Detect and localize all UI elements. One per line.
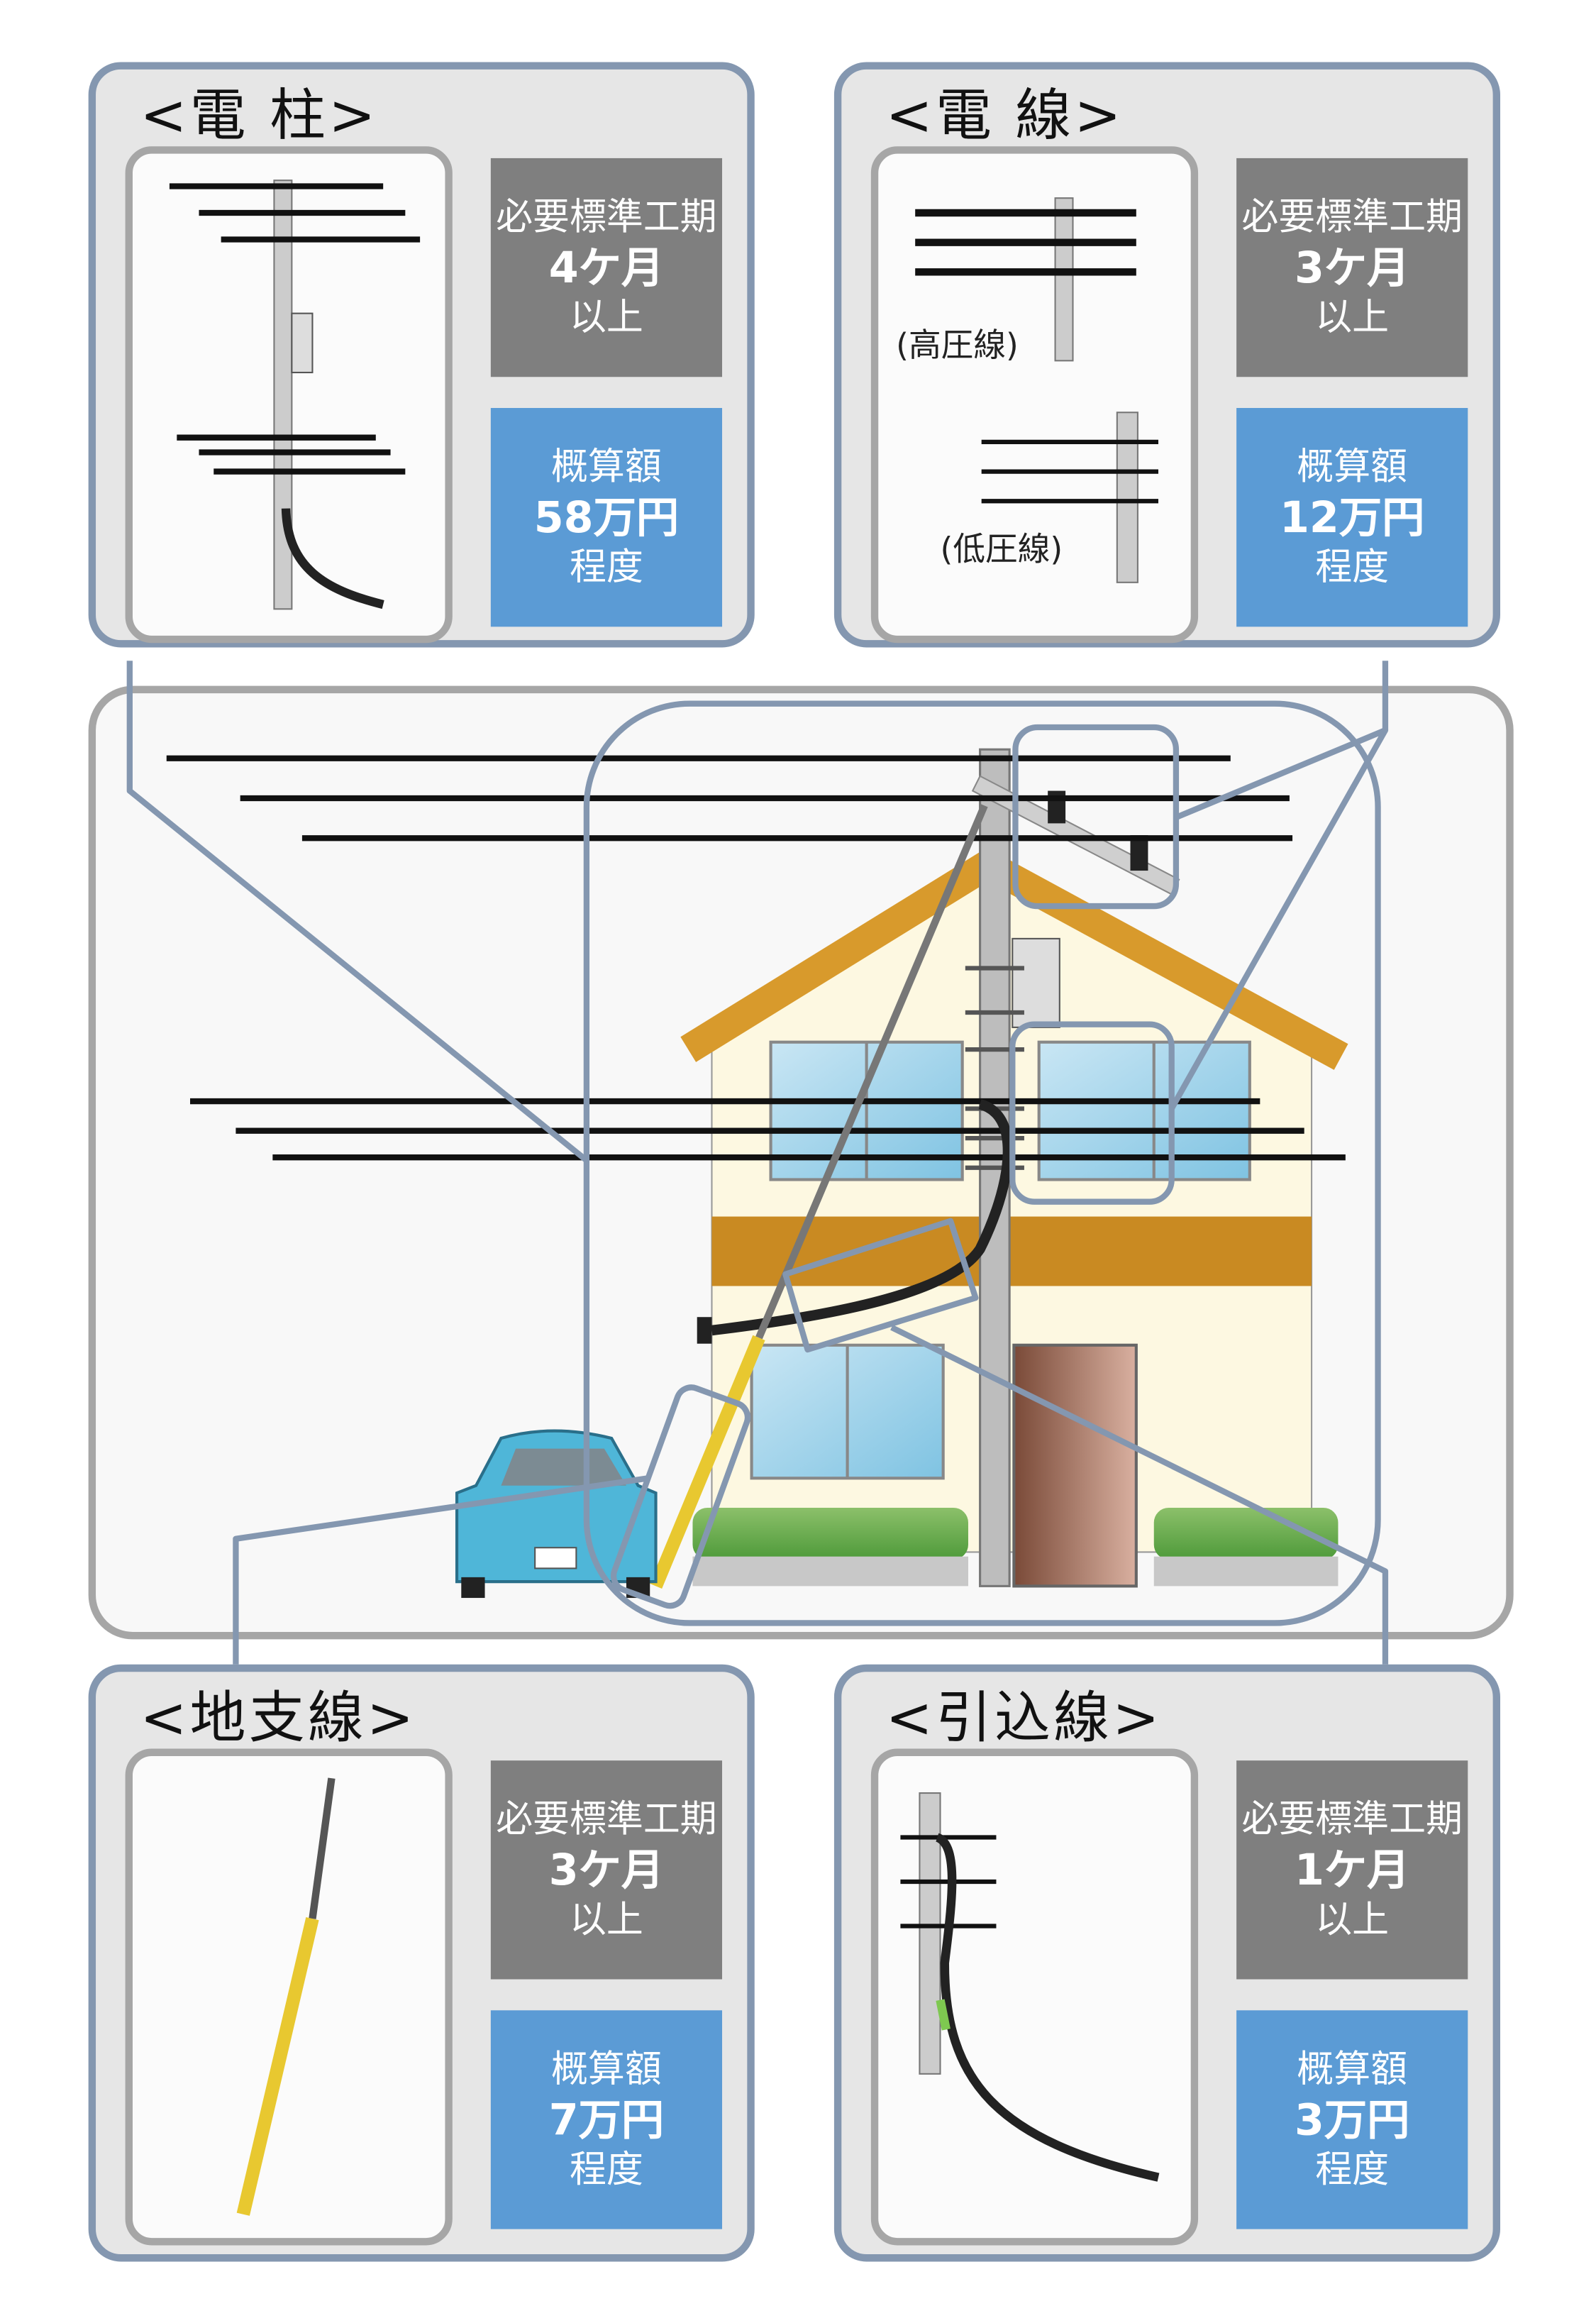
panel-title: <地支線> [140,1684,417,1750]
cost-label: 概算額 [550,444,662,487]
service-image [870,1748,1199,2246]
period-value: 3ケ月 [1294,241,1410,292]
cost-box: 概算額 12万円 程度 [1236,407,1468,627]
period-box: 必要標準工期 3ケ月 以上 [490,1760,723,1980]
cost-label: 概算額 [550,2046,662,2090]
cost-suffix: 程度 [569,546,643,589]
period-suffix: 以上 [1315,1898,1390,1942]
cost-suffix: 程度 [1315,2148,1390,2192]
panel-wire: <電 線> (高圧線) (低圧線) 必要標準工期 3ケ月 以上 概算額 12万円… [833,62,1500,648]
low-voltage-label: (低圧線) [941,531,1063,568]
period-value: 4ケ月 [548,241,665,292]
cost-suffix: 程度 [569,2148,643,2192]
period-label: 必要標準工期 [1241,1797,1463,1840]
period-label: 必要標準工期 [1241,194,1463,238]
cost-value: 12万円 [1280,491,1425,542]
period-value: 1ケ月 [1294,1844,1410,1894]
period-suffix: 以上 [569,1898,643,1942]
cost-suffix: 程度 [1315,546,1390,589]
cost-box: 概算額 3万円 程度 [1236,2010,1468,2229]
period-label: 必要標準工期 [496,194,717,238]
period-suffix: 以上 [569,296,643,339]
wire-image: (高圧線) (低圧線) [870,146,1199,644]
panel-pole: <電 柱> 必要標準工期 4ケ月 以上 概算額 58万円 程度 [88,62,755,648]
cost-value: 58万円 [533,491,680,542]
panel-title: <電 柱> [140,82,379,148]
panel-stay: <地支線> 必要標準工期 3ケ月 以上 概算額 7万円 程度 [88,1664,755,2262]
house-pole-scene [166,748,1348,1599]
period-box: 必要標準工期 3ケ月 以上 [1236,158,1468,377]
cost-box: 概算額 7万円 程度 [490,2010,723,2229]
main-illustration [88,685,1514,1640]
cost-value: 3万円 [1294,2094,1410,2145]
high-voltage-label: (高圧線) [896,326,1019,364]
period-box: 必要標準工期 1ケ月 以上 [1236,1760,1468,1980]
cost-value: 7万円 [548,2094,665,2145]
panel-title: <電 線> [885,82,1124,148]
pole-image [125,146,453,644]
panel-service: <引込線> 必要標準工期 1ケ月 以上 概算額 3万円 程度 [833,1664,1500,2262]
cost-label: 概算額 [1297,2046,1408,2090]
stay-image [125,1748,453,2246]
cost-box: 概算額 58万円 程度 [490,407,723,627]
cost-label: 概算額 [1297,444,1408,487]
period-box: 必要標準工期 4ケ月 以上 [490,158,723,377]
period-value: 3ケ月 [548,1844,665,1894]
period-label: 必要標準工期 [496,1797,717,1840]
panel-title: <引込線> [885,1684,1163,1750]
car [455,1429,658,1599]
period-suffix: 以上 [1315,296,1390,339]
